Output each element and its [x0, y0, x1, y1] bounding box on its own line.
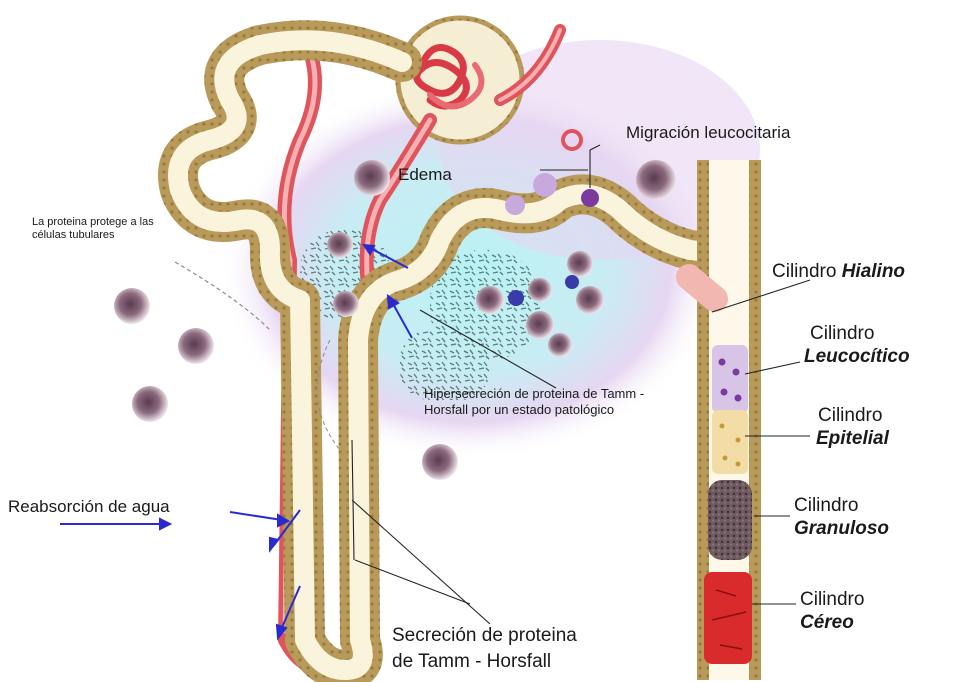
cast-cereo: [704, 572, 752, 664]
label-secrecion-line2: de Tamm - Horsfall: [392, 650, 551, 673]
label-cilindro-epitelial: Cilindro Epitelial: [818, 404, 889, 450]
label-reabsorcion-agua: Reabsorción de agua: [8, 496, 170, 517]
cast-granuloso: [708, 480, 752, 560]
cast-leucocitico: [712, 345, 748, 413]
cilindro-epitelial-name: Cilindro: [818, 404, 889, 427]
cilindro-hialino-name: Cilindro: [772, 261, 836, 282]
cast-epitelial: [712, 410, 748, 474]
cilindro-granuloso-kind: Granuloso: [794, 517, 889, 540]
label-cilindro-leucocitico: Cilindro Leucocítico: [810, 322, 910, 368]
label-migracion-leucocitaria: Migración leucocitaria: [626, 122, 790, 143]
cilindro-hialino-kind: Hialino: [842, 261, 905, 282]
cilindro-leucocitico-name: Cilindro: [810, 322, 910, 345]
cilindro-cereo-kind: Céreo: [800, 611, 864, 634]
cilindro-granuloso-name: Cilindro: [794, 494, 889, 517]
label-edema: Edema: [398, 164, 452, 185]
label-secrecion-line1: Secreción de proteina: [392, 624, 577, 647]
label-cilindro-granuloso: Cilindro Granuloso: [794, 494, 889, 540]
label-cilindro-cereo: Cilindro Céreo: [800, 588, 864, 634]
label-hipersecrecion: Hiperseсreción de proteina de Tamm - Hor…: [424, 386, 664, 418]
label-proteina-protege: La proteina protege a las células tubula…: [32, 216, 182, 242]
cilindro-leucocitico-kind: Leucocítico: [804, 345, 910, 368]
cilindro-cereo-name: Cilindro: [800, 588, 864, 611]
label-cilindro-hialino: Cilindro Hialino: [772, 260, 905, 283]
cilindro-epitelial-kind: Epitelial: [816, 427, 889, 450]
bowman-capsule: [398, 18, 522, 142]
